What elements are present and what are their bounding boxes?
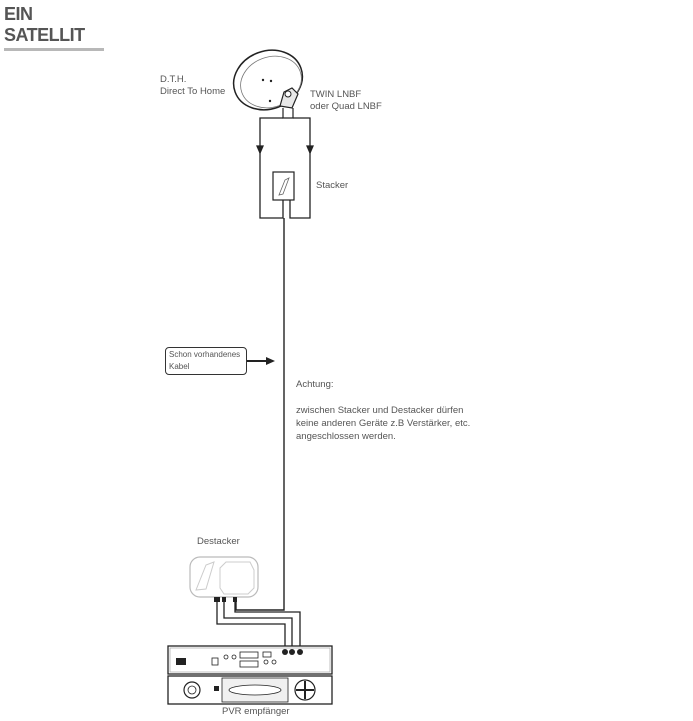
receiver-cables (216, 602, 301, 648)
warning-line1: zwischen Stacker und Destacker dürfen (296, 405, 464, 416)
dish-label-line2: Direct To Home (160, 86, 226, 97)
existing-cable-box: Schon vorhandenes Kabel (165, 347, 247, 375)
warning-heading: Achtung: (296, 379, 334, 390)
satellite-dish (232, 49, 304, 119)
warning-text: zwischen Stacker und Destacker dürfen ke… (296, 404, 470, 443)
receiver-label: PVR empfänger (222, 706, 290, 717)
lnb-label-line1: TWIN LNBF (310, 89, 362, 100)
existing-cable-line2: Kabel (169, 362, 190, 371)
lnb-cables (256, 117, 314, 219)
stacker-label: Stacker (316, 180, 349, 191)
pvr-receiver (167, 645, 333, 705)
lnb-label: TWIN LNBF oder Quad LNBF (310, 89, 382, 113)
existing-cable-arrow (247, 357, 275, 365)
destacker-device (189, 556, 259, 602)
dish-label-line1: D.T.H. (160, 74, 187, 85)
existing-cable-line1: Schon vorhandenes (169, 350, 241, 359)
page-title: EIN SATELLIT (4, 4, 104, 51)
warning-line3: angeschlossen werden. (296, 431, 396, 442)
trunk-cable (235, 218, 285, 611)
lnb-label-line2: oder Quad LNBF (310, 101, 382, 112)
stacker-device (272, 171, 295, 201)
destacker-label: Destacker (197, 536, 240, 547)
dish-label: D.T.H. Direct To Home (160, 74, 225, 98)
warning-line2: keine anderen Geräte z.B Verstärker, etc… (296, 418, 471, 429)
